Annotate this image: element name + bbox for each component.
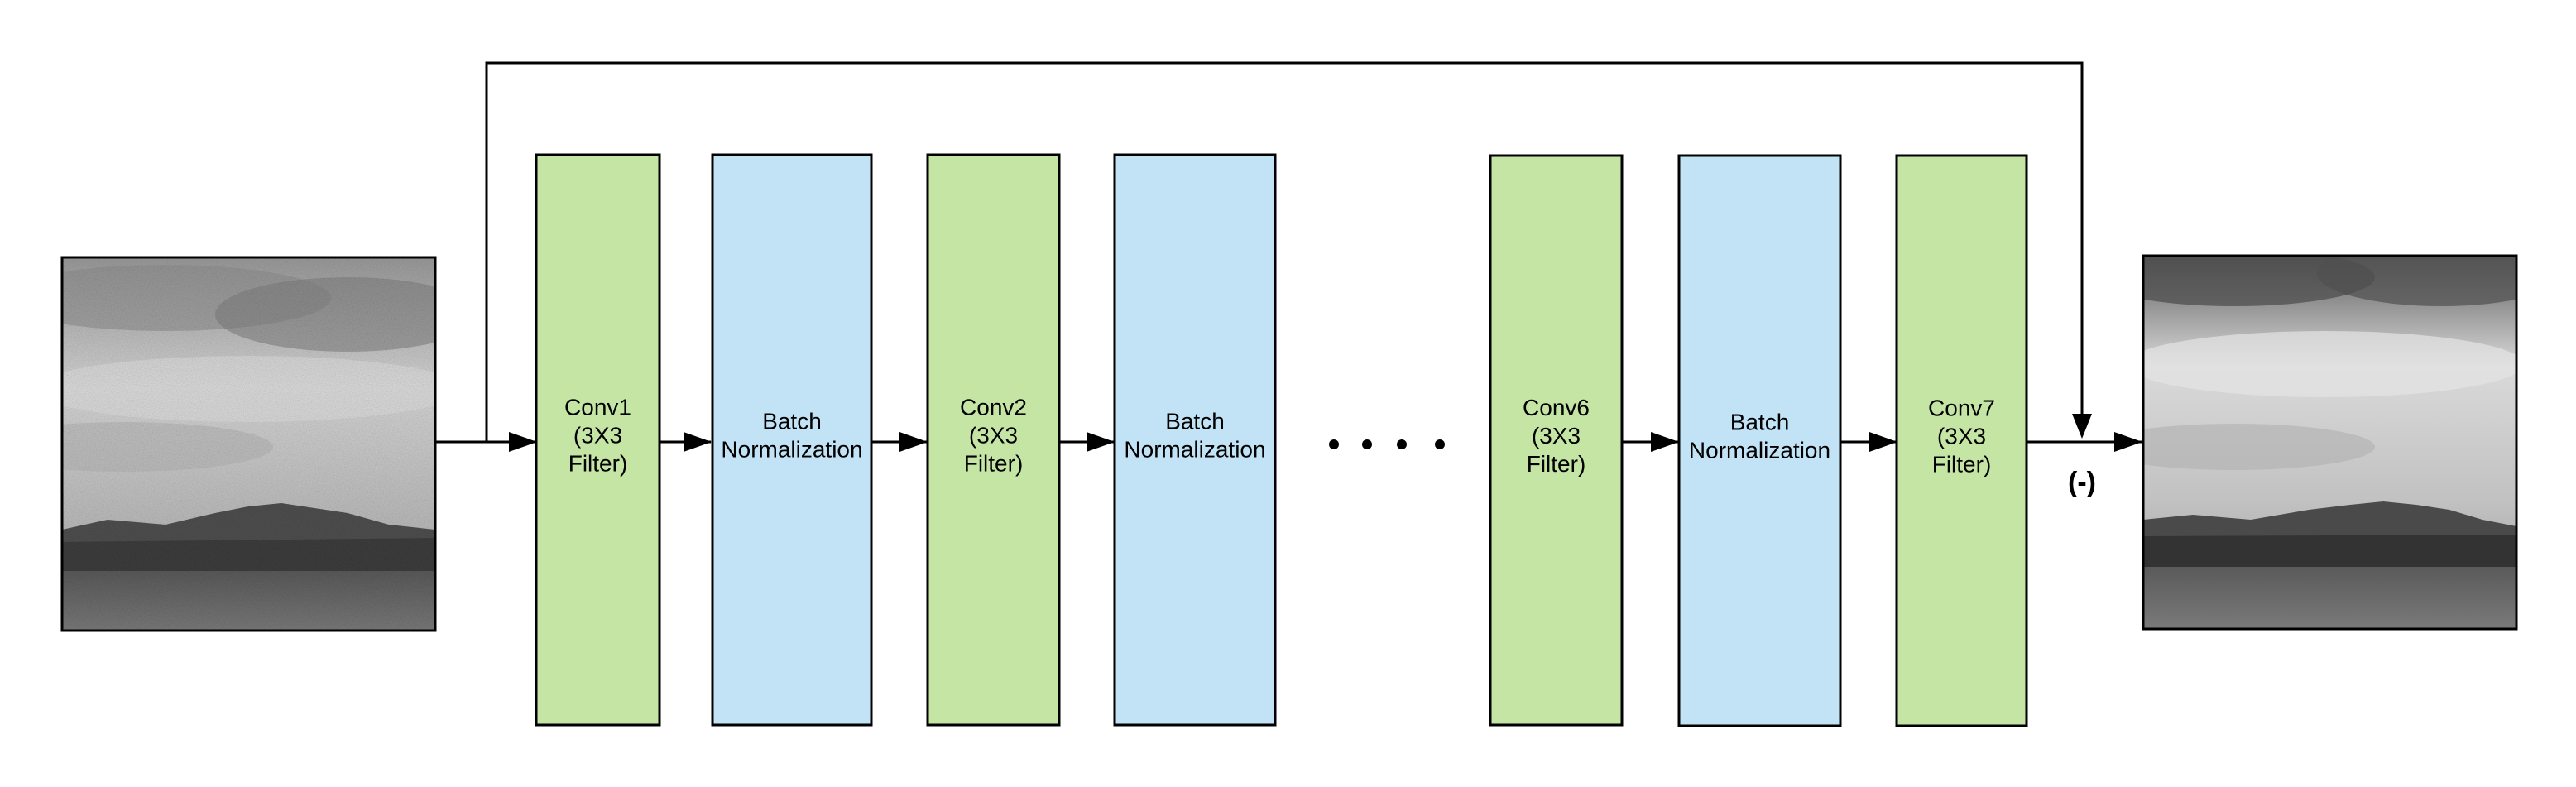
- ellipsis-dot: [1362, 439, 1372, 449]
- batch-norm-block-rect: [711, 153, 873, 727]
- subtract-arrowhead: [2072, 414, 2092, 439]
- batch-norm-block-label-line: Batch: [1730, 410, 1790, 435]
- conv-block-label-line: Filter): [964, 451, 1024, 477]
- conv-block-label-line: (3X3: [1937, 424, 1986, 449]
- batch-norm-block-rect: [1677, 154, 1842, 727]
- ellipsis-dot: [1435, 439, 1445, 449]
- conv-block-label-line: Conv6: [1523, 395, 1590, 420]
- batch-norm-block-rect: [1113, 153, 1277, 727]
- subtract-label: (-): [2068, 467, 2096, 498]
- conv-block-label-line: Filter): [568, 451, 628, 477]
- conv-block-label-line: (3X3: [573, 423, 622, 449]
- output-image-border: [2142, 254, 2518, 631]
- noisy-landscape-image: [62, 257, 435, 631]
- batch-norm-block-label-line: Batch: [762, 409, 822, 434]
- conv-block-rect: [1489, 154, 1624, 727]
- input-image-border: [60, 256, 437, 632]
- conv-block-label-line: (3X3: [1532, 423, 1581, 449]
- batch-norm-block-label-line: Normalization: [721, 437, 862, 463]
- conv-block-label-line: Conv7: [1928, 396, 1995, 421]
- conv-block-label-line: Conv2: [960, 395, 1027, 420]
- batch-norm-block-label-line: Batch: [1165, 409, 1225, 434]
- conv-block-rect: [926, 153, 1061, 727]
- conv-block-rect: [1895, 154, 2028, 727]
- residual-skip-connection: [435, 61, 2084, 444]
- ellipsis-dot: [1329, 439, 1339, 449]
- batch-norm-block-label-line: Normalization: [1124, 437, 1265, 463]
- ellipsis-dot: [1397, 439, 1407, 449]
- conv-block-label-line: Filter): [1932, 452, 1992, 477]
- conv-block-label-line: (3X3: [969, 423, 1018, 449]
- clean-landscape-image: [2143, 256, 2516, 629]
- conv-block-label-line: Filter): [1527, 451, 1586, 477]
- conv-block-label-line: Conv1: [564, 395, 631, 420]
- ellipsis: [1329, 439, 1445, 449]
- conv-block-rect: [535, 153, 661, 727]
- batch-norm-block-label-line: Normalization: [1689, 438, 1830, 463]
